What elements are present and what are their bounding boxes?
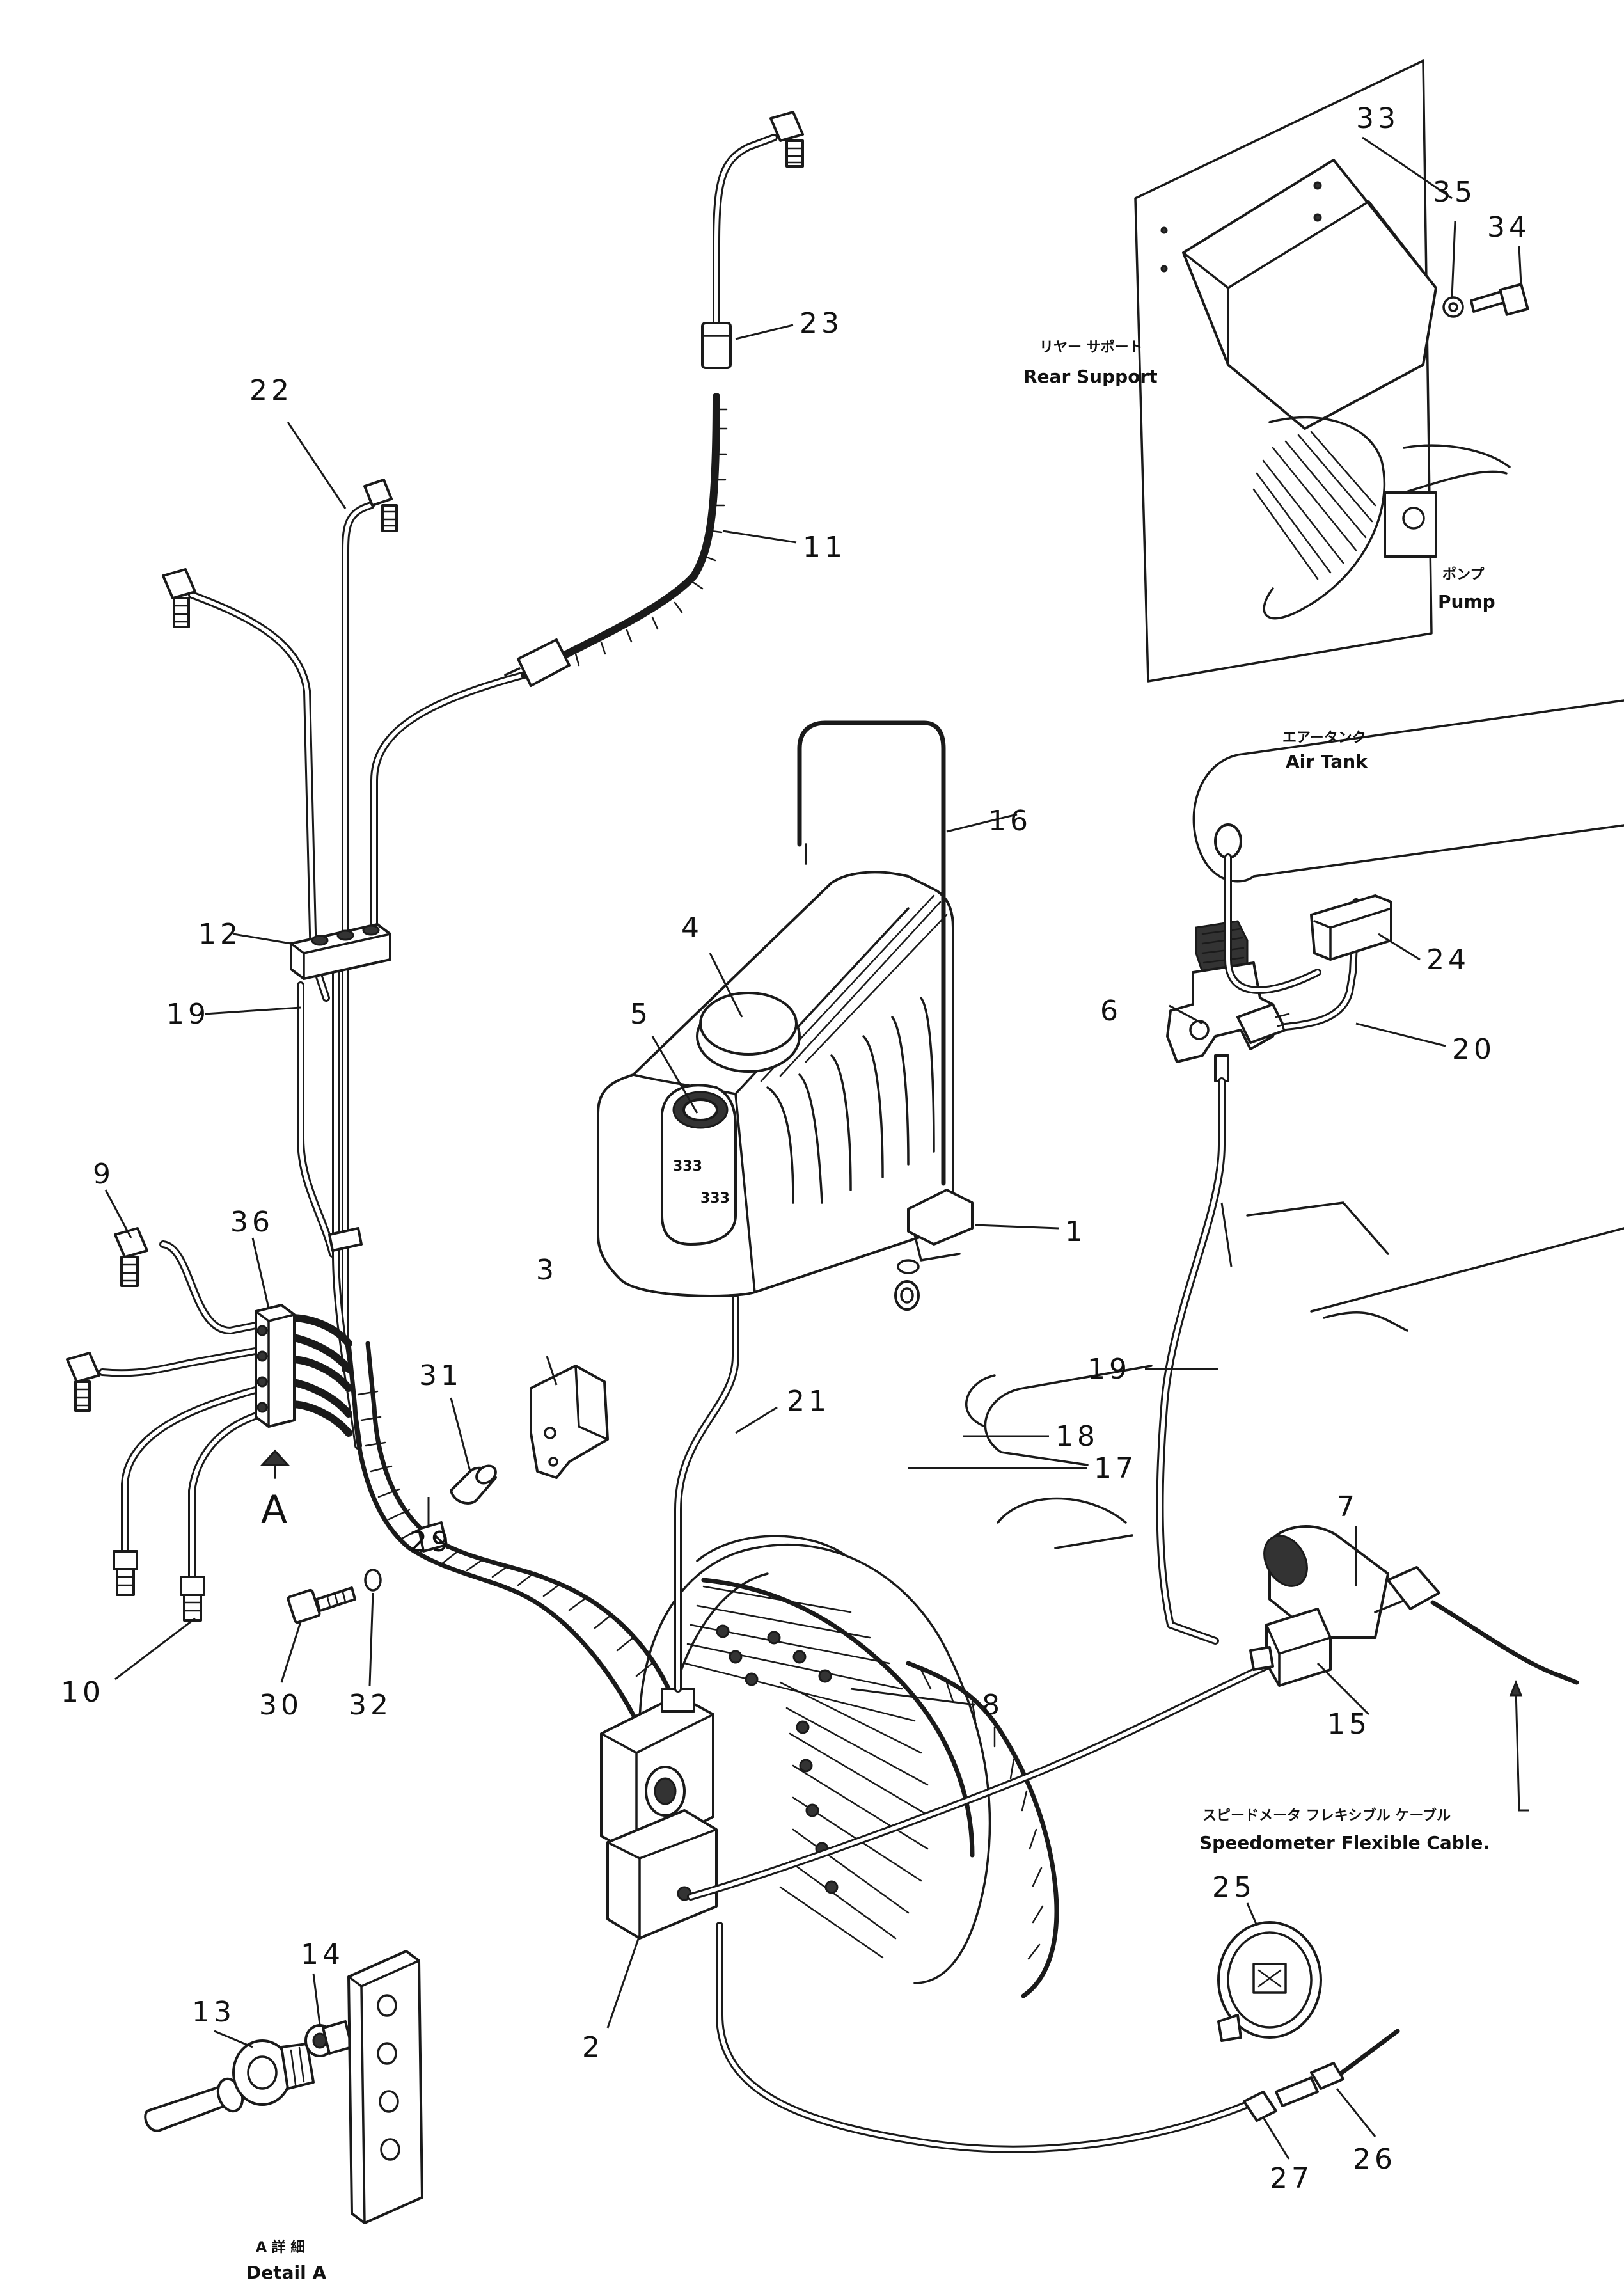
callout-10: 10 (61, 1676, 104, 1709)
detail-label-jp: A 詳 細 (256, 2239, 304, 2256)
callout-35: 35 (1433, 176, 1476, 209)
pump (1252, 416, 1511, 620)
callout-2: 2 (582, 2031, 604, 2064)
clamp-29 (418, 1521, 449, 1553)
callout-32: 32 (349, 1689, 392, 1721)
washer-18 (897, 1259, 920, 1274)
callout-3: 3 (536, 1254, 558, 1286)
coupling-23 (701, 322, 732, 369)
callout-14: 14 (301, 1938, 344, 1971)
callout-8: 8 (982, 1689, 1004, 1721)
rear-support-bracket (1160, 159, 1437, 430)
rear-support-label-jp: リヤー サポート (1039, 339, 1143, 356)
air-tank (1192, 699, 1624, 883)
callout-1-bracket: 1 (1065, 1215, 1087, 1248)
callout-12: 12 (198, 918, 242, 951)
filler-neck-5: 333 333 (661, 1084, 737, 1246)
callout-33: 33 (1356, 102, 1399, 135)
callout-19-right: 19 (1087, 1353, 1131, 1386)
callout-26: 26 (1353, 2143, 1396, 2176)
view-arrow-a: A (260, 1449, 290, 1532)
detail-a-view (144, 1950, 423, 2224)
bushing-31 (450, 1464, 497, 1505)
callout-1: 16 (988, 805, 1032, 837)
elbow-fitting-22-top (363, 479, 398, 532)
distributor-36 (255, 1304, 296, 1428)
fitting-27 (1243, 2076, 1319, 2122)
elbow-fitting-9 (114, 1227, 148, 1287)
straight-fitting-10-left (113, 1550, 138, 1596)
bolt-30 (287, 1586, 356, 1624)
callout-31: 31 (419, 1359, 462, 1392)
pump-label-en: Pump (1438, 591, 1495, 612)
rear-support-panel (1134, 59, 1529, 683)
clamp-block-12 (290, 923, 391, 980)
callout-5: 5 (630, 998, 652, 1031)
callout-4: 4 (681, 912, 703, 944)
bolt-34 (1470, 283, 1529, 316)
callout-7: 7 (1337, 1491, 1359, 1523)
callout-22: 22 (249, 374, 293, 407)
fitting-26 (1310, 2029, 1400, 2090)
speedometer-drive-7 (1263, 1525, 1579, 1685)
callout-30: 30 (259, 1689, 303, 1721)
washer-35 (1442, 296, 1464, 318)
pipe-to-gauge (716, 1922, 1251, 2153)
bushing-17 (894, 1280, 920, 1311)
callout-13: 13 (192, 1996, 235, 2029)
washer-32 (364, 1569, 382, 1592)
callout-23: 23 (800, 307, 843, 340)
callout-27: 27 (1270, 2162, 1313, 2195)
callout-15: 15 (1327, 1708, 1371, 1741)
detail-label-en: Detail A (246, 2262, 326, 2283)
air-tank-label-jp: エアータンク (1282, 730, 1366, 746)
callout-29: 29 (409, 1526, 453, 1558)
fitting-14 (304, 2020, 353, 2057)
leader-lines (104, 136, 1529, 2160)
straight-fitting-10 (180, 1576, 205, 1622)
text-labels: リヤー サポート Rear Support ポンプ Pump エアータンク Ai… (246, 339, 1495, 2283)
callout-19-left: 19 (166, 998, 210, 1031)
callout-24: 24 (1426, 944, 1470, 976)
bottle-mark: 333 (673, 1159, 702, 1175)
air-tank-label-en: Air Tank (1286, 751, 1368, 772)
rear-support-label-en: Rear Support (1023, 366, 1158, 387)
callout-9: 9 (93, 1158, 114, 1191)
bracket-3 (530, 1365, 609, 1479)
pipe-clip (328, 1227, 363, 1252)
junction-24 (1310, 894, 1392, 961)
fitting-15 (1249, 1608, 1332, 1687)
callout-11: 11 (803, 531, 846, 564)
detail-block (347, 1950, 423, 2224)
callout-20: 20 (1452, 1033, 1495, 1066)
callout-25: 25 (1212, 1871, 1256, 1904)
bottle-mark: 333 (700, 1191, 730, 1206)
callout-18: 18 (1055, 1420, 1099, 1453)
callout-36: 36 (230, 1206, 274, 1238)
elbow-fitting-left-mid (66, 1352, 100, 1412)
elbow-fitting-11-top (769, 111, 804, 168)
fitting-13 (232, 2039, 315, 2106)
callout-17: 17 (1094, 1452, 1137, 1485)
speedometer-label-jp: スピードメータ フレキシブル ケーブル (1202, 1807, 1451, 1824)
rod-16 (797, 720, 946, 1186)
view-marker-a: A (261, 1487, 287, 1532)
pressure-gauge-25 (1217, 1921, 1322, 2042)
callout-6: 6 (1100, 995, 1122, 1027)
pipe-harness (99, 134, 778, 1730)
part-number-callouts: 16 33 35 34 23 22 11 4 5 24 20 6 1 19 18… (61, 102, 1531, 2195)
pump-label-jp: ポンプ (1442, 566, 1485, 583)
callout-34: 34 (1487, 211, 1531, 244)
frame-background (965, 1201, 1624, 1549)
callout-21: 21 (787, 1385, 830, 1418)
speedometer-label-en: Speedometer Flexible Cable. (1199, 1832, 1490, 1853)
coupling-11-mid (504, 638, 571, 687)
elbow-fitting-left-top (162, 568, 196, 628)
bracket-1 (907, 1189, 974, 1262)
oil-tank-4: 333 333 (597, 871, 974, 1297)
pump-block-2 (600, 1688, 718, 1940)
